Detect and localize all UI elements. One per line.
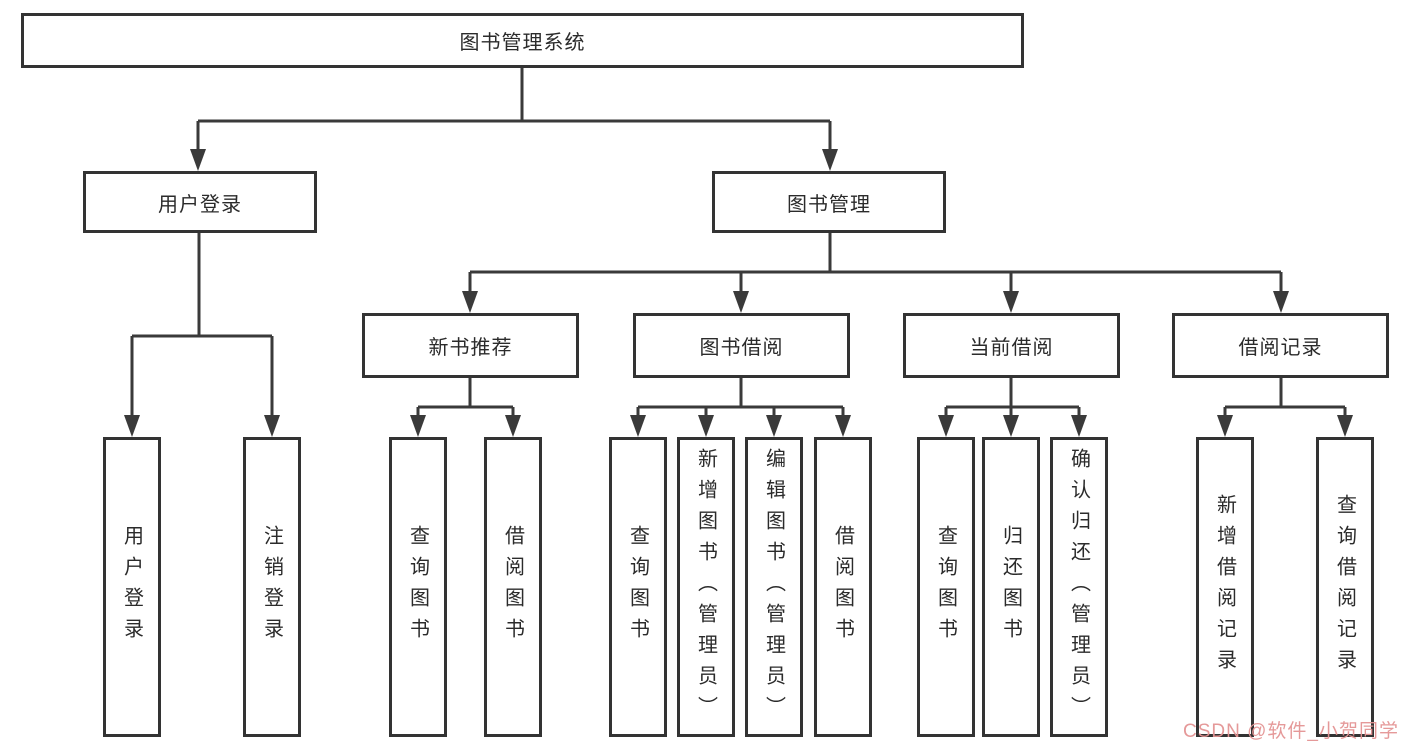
leaf-confirm-return-admin: 确认归还（管理员） [1050,437,1108,737]
leaf-label: 归还图书 [999,525,1022,649]
node-label: 图书借阅 [699,337,784,359]
leaf-user-login: 用户登录 [103,437,161,737]
leaf-label: 查询借阅记录 [1333,494,1356,680]
leaf-logout: 注销登录 [243,437,301,737]
leaf-label: 借阅图书 [831,525,854,649]
leaf-label: 借阅图书 [501,525,524,649]
leaf-query-books-borrow: 查询图书 [609,437,667,737]
node-book-management: 图书管理 [712,171,946,233]
node-current-borrow: 当前借阅 [903,313,1120,378]
leaf-label: 查询图书 [934,525,957,649]
csdn-watermark: CSDN @软件_小贺同学 [1183,721,1399,742]
node-book-borrow: 图书借阅 [633,313,850,378]
node-user-login: 用户登录 [83,171,317,233]
leaf-query-borrow-record: 查询借阅记录 [1316,437,1374,737]
leaf-add-borrow-record: 新增借阅记录 [1196,437,1254,737]
node-borrow-records: 借阅记录 [1172,313,1389,378]
leaf-query-books-recommend: 查询图书 [389,437,447,737]
node-new-book-recommend: 新书推荐 [362,313,579,378]
leaf-label: 新增图书（管理员） [694,447,717,727]
leaf-label: 确认归还（管理员） [1067,447,1090,727]
node-root-label: 图书管理系统 [459,32,586,54]
leaf-label: 用户登录 [120,525,143,649]
leaf-return-book: 归还图书 [982,437,1040,737]
node-root: 图书管理系统 [21,13,1024,68]
leaf-add-book-admin: 新增图书（管理员） [677,437,735,737]
node-label: 新书推荐 [428,337,513,359]
leaf-edit-book-admin: 编辑图书（管理员） [745,437,803,737]
node-label: 用户登录 [158,193,242,216]
leaf-label: 注销登录 [260,525,283,649]
leaf-label: 查询图书 [626,525,649,649]
leaf-borrow-books-recommend: 借阅图书 [484,437,542,737]
leaf-label: 查询图书 [406,525,429,649]
arrowheads [124,149,1353,437]
leaf-label: 新增借阅记录 [1213,494,1236,680]
leaf-query-books-current: 查询图书 [917,437,975,737]
leaf-borrow-books: 借阅图书 [814,437,872,737]
leaf-label: 编辑图书（管理员） [762,447,785,727]
node-label: 借阅记录 [1238,337,1323,359]
node-label: 图书管理 [787,193,871,216]
node-label: 当前借阅 [969,337,1054,359]
